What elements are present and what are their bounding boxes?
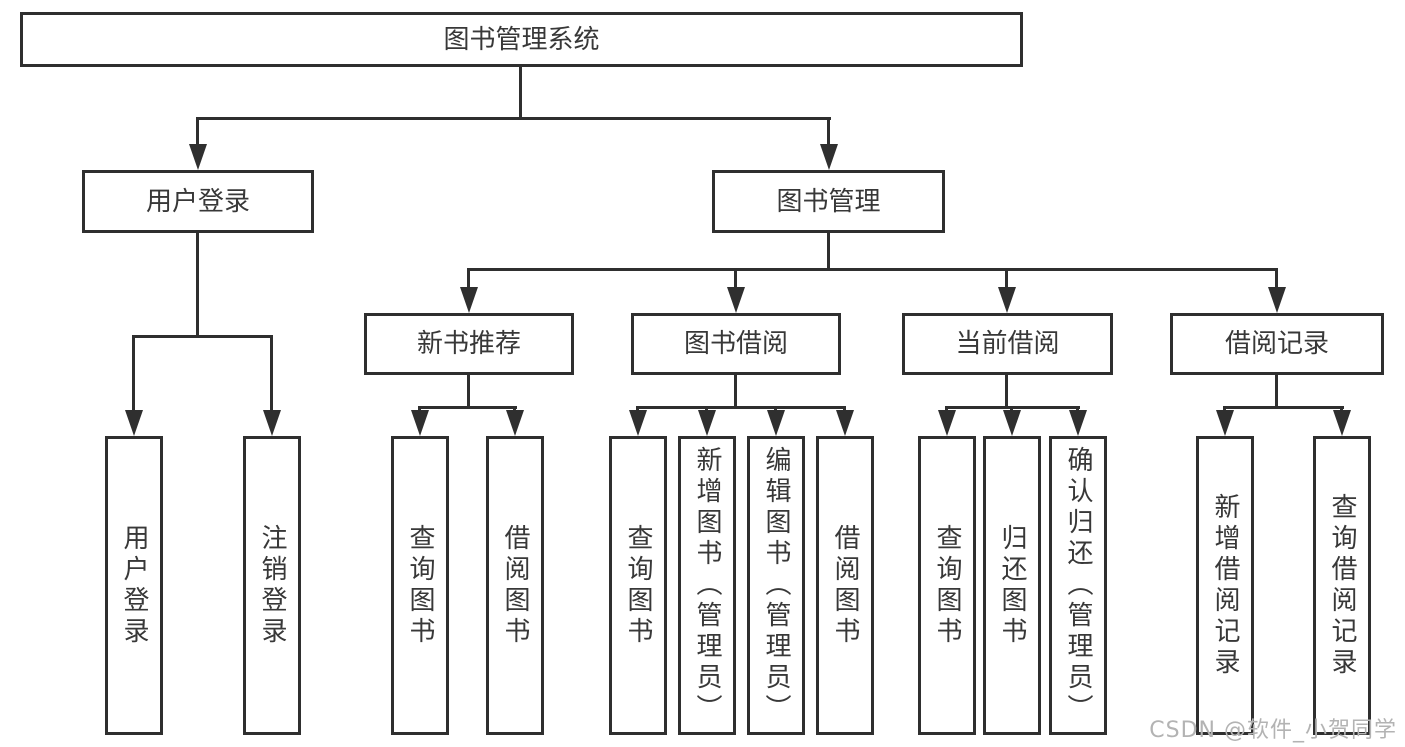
connector-line [1005, 268, 1008, 292]
connector-line [827, 233, 830, 271]
connector-line [1223, 406, 1344, 409]
node-book-management: 图书管理 [712, 170, 945, 233]
arrow-down-icon [727, 287, 745, 313]
node-user-login-action: 用户登录 [105, 436, 163, 735]
connector-line [196, 233, 199, 337]
connector-line [132, 335, 273, 338]
node-query-borrow-record: 查询借阅记录 [1313, 436, 1371, 735]
node-add-books-admin: 新增图书（管理员） [678, 436, 736, 735]
connector-line [1275, 374, 1278, 408]
arrow-down-icon [629, 410, 647, 436]
connector-line [270, 335, 273, 413]
node-borrow-books-2: 借阅图书 [816, 436, 874, 735]
node-current-borrowing: 当前借阅 [902, 313, 1113, 375]
arrow-down-icon [1003, 410, 1021, 436]
node-query-books-1: 查询图书 [391, 436, 449, 735]
node-borrow-books-1: 借阅图书 [486, 436, 544, 735]
node-label: 当前借阅 [955, 329, 1060, 359]
connector-line [467, 268, 1278, 271]
node-logout-action: 注销登录 [243, 436, 301, 735]
connector-line [734, 268, 737, 292]
node-query-books-2: 查询图书 [609, 436, 667, 735]
arrow-down-icon [767, 410, 785, 436]
node-edit-books-admin: 编辑图书（管理员） [747, 436, 805, 735]
node-root-system: 图书管理系统 [20, 12, 1023, 67]
arrow-down-icon [938, 410, 956, 436]
node-label: 新增借阅记录 [1210, 492, 1240, 679]
node-label: 新书推荐 [416, 329, 521, 359]
node-borrowing-records: 借阅记录 [1170, 313, 1384, 375]
connector-line [636, 406, 846, 409]
node-label: 借阅图书 [500, 523, 530, 648]
node-new-book-recommend: 新书推荐 [364, 313, 574, 375]
node-label: 借阅图书 [830, 523, 860, 648]
connector-line [196, 117, 199, 149]
arrow-down-icon [1268, 287, 1286, 313]
arrow-down-icon [998, 287, 1016, 313]
node-label: 用户登录 [119, 523, 149, 648]
arrow-down-icon [1216, 410, 1234, 436]
node-label: 借阅记录 [1224, 329, 1329, 359]
connector-line [467, 374, 470, 408]
arrow-down-icon [698, 410, 716, 436]
connector-line [519, 67, 522, 119]
arrow-down-icon [460, 287, 478, 313]
connector-line [467, 268, 470, 292]
arrow-down-icon [836, 410, 854, 436]
node-label: 图书管理 [776, 186, 881, 217]
node-add-borrow-record: 新增借阅记录 [1196, 436, 1254, 735]
node-label: 查询图书 [623, 523, 653, 648]
csdn-watermark: CSDN @软件_小贺同学 [1149, 718, 1397, 743]
node-label: 查询图书 [405, 523, 435, 648]
node-label: 新增图书（管理员） [692, 446, 722, 725]
node-label: 归还图书 [997, 523, 1027, 648]
arrow-down-icon [189, 144, 207, 170]
connector-line [1005, 374, 1008, 408]
connector-line [132, 335, 135, 413]
connector-line [827, 117, 830, 149]
connector-line [197, 117, 831, 120]
node-user-login: 用户登录 [82, 170, 314, 233]
arrow-down-icon [263, 410, 281, 436]
connector-line [418, 406, 517, 409]
arrow-down-icon [506, 410, 524, 436]
node-label: 用户登录 [145, 186, 250, 217]
connector-line [1275, 268, 1278, 292]
node-confirm-return-admin: 确认归还（管理员） [1049, 436, 1107, 735]
node-label: 注销登录 [257, 523, 287, 648]
arrow-down-icon [1333, 410, 1351, 436]
arrow-down-icon [411, 410, 429, 436]
arrow-down-icon [820, 144, 838, 170]
node-query-books-3: 查询图书 [918, 436, 976, 735]
node-return-books: 归还图书 [983, 436, 1041, 735]
arrow-down-icon [125, 410, 143, 436]
node-label: 查询图书 [932, 523, 962, 648]
node-label: 确认归还（管理员） [1063, 446, 1093, 725]
connector-line [734, 374, 737, 408]
node-label: 图书管理系统 [443, 24, 600, 55]
node-label: 图书借阅 [683, 329, 788, 359]
node-label: 查询借阅记录 [1327, 492, 1357, 679]
node-label: 编辑图书（管理员） [761, 446, 791, 725]
arrow-down-icon [1069, 410, 1087, 436]
node-book-borrowing: 图书借阅 [631, 313, 841, 375]
